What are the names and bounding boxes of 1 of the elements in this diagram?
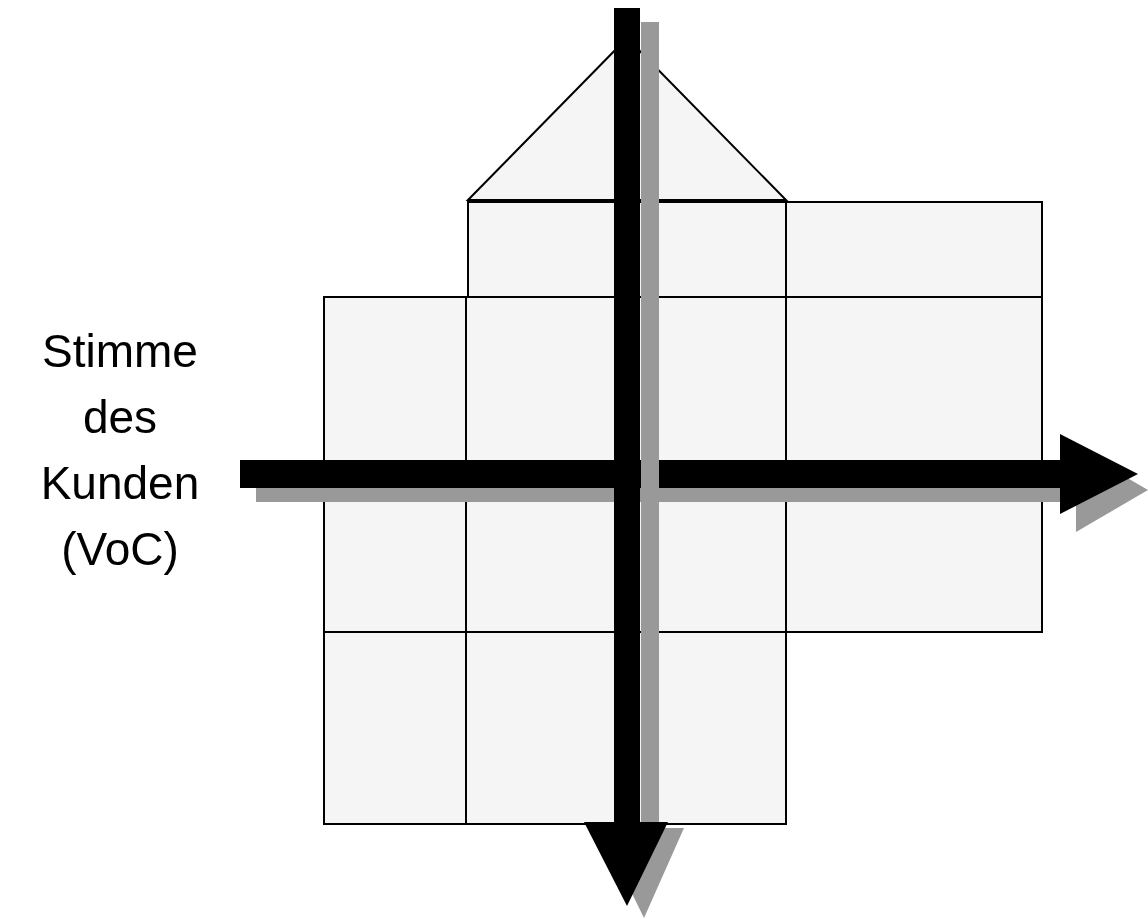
- axis-label: Stimme des Kunden (VoC): [39, 324, 201, 577]
